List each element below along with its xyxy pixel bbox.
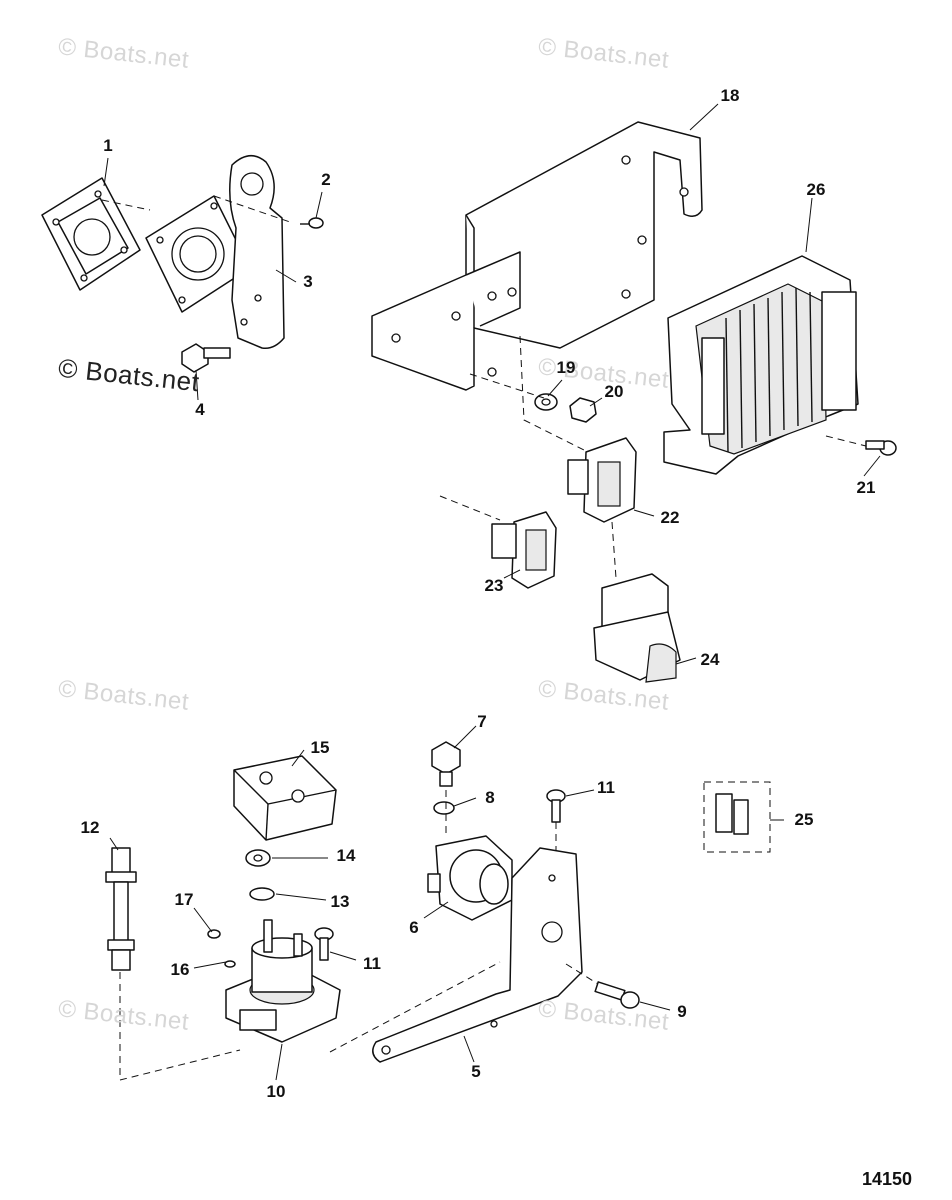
callout-16[interactable]: 16 [170,960,190,979]
callout-22[interactable]: 22 [660,508,680,527]
callout-9[interactable]: 9 [677,1002,687,1021]
part-washer [534,393,558,411]
part-side-bracket [229,155,285,350]
part-terminal-nut [245,849,271,867]
callout-19[interactable]: 19 [556,358,576,377]
part-small-nut [207,929,221,939]
callout-25[interactable]: 25 [794,810,814,829]
callout-10[interactable]: 10 [266,1082,286,1101]
callout-14[interactable]: 14 [336,846,356,865]
callout-17[interactable]: 17 [174,890,194,909]
callout-12[interactable]: 12 [80,818,100,837]
part-gasket [41,177,141,291]
part-main-bracket [371,121,703,391]
callout-13[interactable]: 13 [330,892,350,911]
callout-20[interactable]: 20 [604,382,624,401]
callout-1[interactable]: 1 [103,136,113,155]
callout-26[interactable]: 26 [806,180,826,199]
callout-24[interactable]: 24 [700,650,720,669]
callout-18[interactable]: 18 [720,86,740,105]
callout-11[interactable]: 11 [597,778,615,797]
leader-lines [103,103,881,1081]
callout-5[interactable]: 5 [471,1062,481,1081]
callout-11[interactable]: 11 [363,954,381,973]
part-nut [569,397,597,423]
part-screw-11a [314,927,334,961]
callout-7[interactable]: 7 [477,712,487,731]
callout-21[interactable]: 21 [856,478,876,497]
callout-8[interactable]: 8 [485,788,495,807]
part-screw-9 [594,981,640,1009]
part-inset-box [703,781,771,853]
part-small-washer [224,960,236,968]
part-screw-11b [546,789,566,823]
part-solenoid-bracket [372,847,583,1063]
callout-23[interactable]: 23 [484,576,504,595]
part-stud [105,847,137,971]
part-relay-base-22 [567,437,637,523]
part-mounting-plate [145,195,251,313]
callout-2[interactable]: 2 [321,170,331,189]
callout-15[interactable]: 15 [310,738,330,757]
callout-4[interactable]: 4 [195,400,205,419]
part-relay [593,573,681,683]
part-module [663,255,859,475]
part-hex-bolt [181,343,231,373]
callout-6[interactable]: 6 [409,918,419,937]
part-solenoid [427,835,513,921]
part-bolt-7 [431,741,461,787]
part-module-screw [865,440,897,456]
part-washer-8 [433,801,455,815]
callout-3[interactable]: 3 [303,272,313,291]
part-lock-washer [249,887,275,901]
part-relay-base-23 [491,511,557,589]
part-starter-solenoid [225,919,341,1043]
part-terminal-cover [233,755,337,841]
part-small-screw [300,217,324,229]
figure-number: 14150 [861,1169,912,1189]
